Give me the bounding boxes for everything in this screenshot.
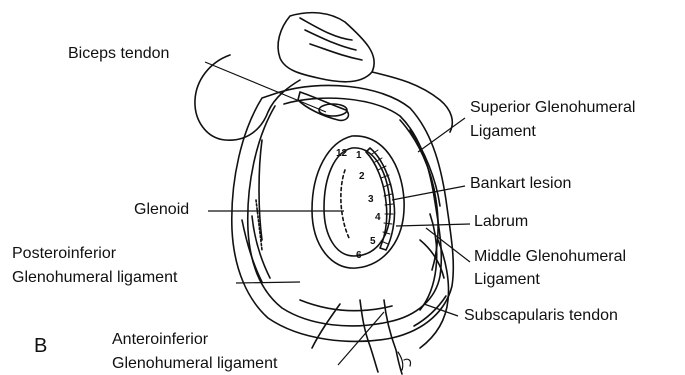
- label-bankart-lesion: Bankart lesion: [470, 174, 571, 194]
- leader-subscapularis: [424, 304, 458, 316]
- clock-number: 1: [356, 150, 362, 161]
- label-glenoid: Glenoid: [134, 200, 189, 220]
- label-subscapularis-tendon: Subscapularis tendon: [464, 306, 618, 326]
- clock-number: 3: [368, 194, 374, 205]
- glenoid-outline: [324, 148, 390, 256]
- label-superior-gh-line1: Superior Glenohumeral: [470, 98, 635, 118]
- label-biceps-tendon: Biceps tendon: [68, 44, 169, 64]
- clock-number: 2: [359, 171, 365, 182]
- label-middle-gh-line2: Ligament: [474, 270, 540, 290]
- leader-middle-gh: [426, 228, 470, 262]
- label-labrum: Labrum: [474, 212, 528, 232]
- label-anteroinferior-line2: Glenohumeral ligament: [112, 354, 277, 374]
- panel-letter: B: [34, 336, 47, 356]
- clock-number: 4: [375, 212, 381, 223]
- clock-numbers: 12 1 2 3 4 5 6: [336, 148, 381, 261]
- label-posteroinferior-line1: Posteroinferior: [12, 244, 116, 264]
- label-superior-gh-line2: Ligament: [470, 122, 536, 142]
- label-middle-gh-line1: Middle Glenohumeral: [474, 247, 626, 267]
- clock-number: 6: [356, 250, 362, 261]
- clock-number: 5: [370, 236, 376, 247]
- clock-number: 12: [336, 148, 348, 159]
- leader-superior-gh: [418, 118, 465, 152]
- leader-anteroinferior: [338, 312, 384, 365]
- leader-posteroinferior: [236, 282, 300, 283]
- acromion-outline: [278, 13, 374, 82]
- label-posteroinferior-line2: Glenohumeral ligament: [12, 268, 177, 288]
- label-anteroinferior-line1: Anteroinferior: [112, 330, 208, 350]
